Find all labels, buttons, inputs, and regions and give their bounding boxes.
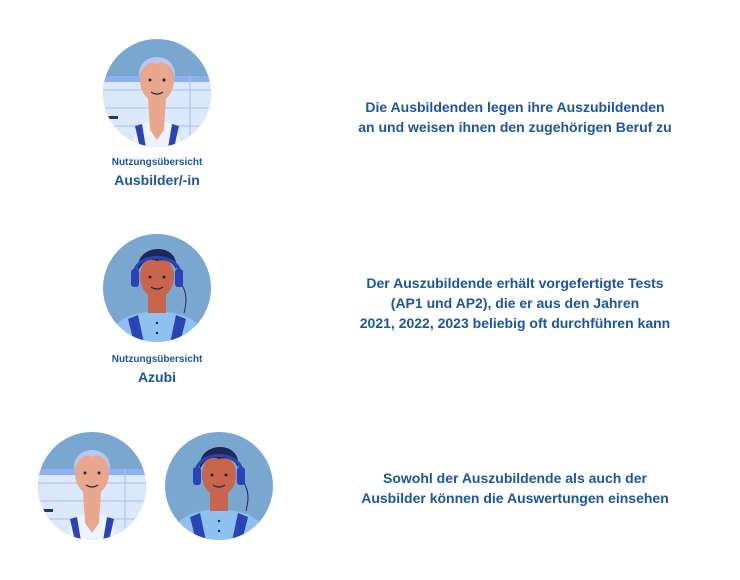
description-line: (AP1 und AP2), die er aus den Jahren bbox=[390, 295, 640, 311]
azubi-description: Der Auszubildende erhält vorgefertigte T… bbox=[330, 273, 700, 333]
trainer-description: Die Ausbildenden legen ihre Auszubildend… bbox=[330, 97, 700, 137]
description-line: an und weisen ihnen den zugehörigen Beru… bbox=[358, 119, 672, 135]
usage-overview-label: Nutzungsübersicht bbox=[111, 354, 203, 365]
azubi-label: Azubi bbox=[137, 369, 177, 385]
azubi-avatar bbox=[102, 233, 212, 343]
description-line: Der Auszubildende erhält vorgefertigte T… bbox=[366, 275, 664, 291]
trainer-avatar bbox=[102, 38, 212, 148]
evaluation-description: Sowohl der Auszubildende als auch der Au… bbox=[330, 468, 700, 508]
azubi-avatar bbox=[164, 431, 274, 541]
trainer-avatar bbox=[37, 431, 147, 541]
description-line: Sowohl der Auszubildende als auch der bbox=[383, 470, 647, 486]
usage-overview-label: Nutzungsübersicht bbox=[111, 157, 203, 168]
description-line: Die Ausbildenden legen ihre Auszubildend… bbox=[365, 99, 665, 115]
description-line: 2021, 2022, 2023 beliebig oft durchführe… bbox=[359, 315, 671, 331]
description-line: Ausbilder können die Auswertungen einseh… bbox=[361, 490, 669, 506]
trainer-label: Ausbilder/-in bbox=[114, 172, 200, 188]
